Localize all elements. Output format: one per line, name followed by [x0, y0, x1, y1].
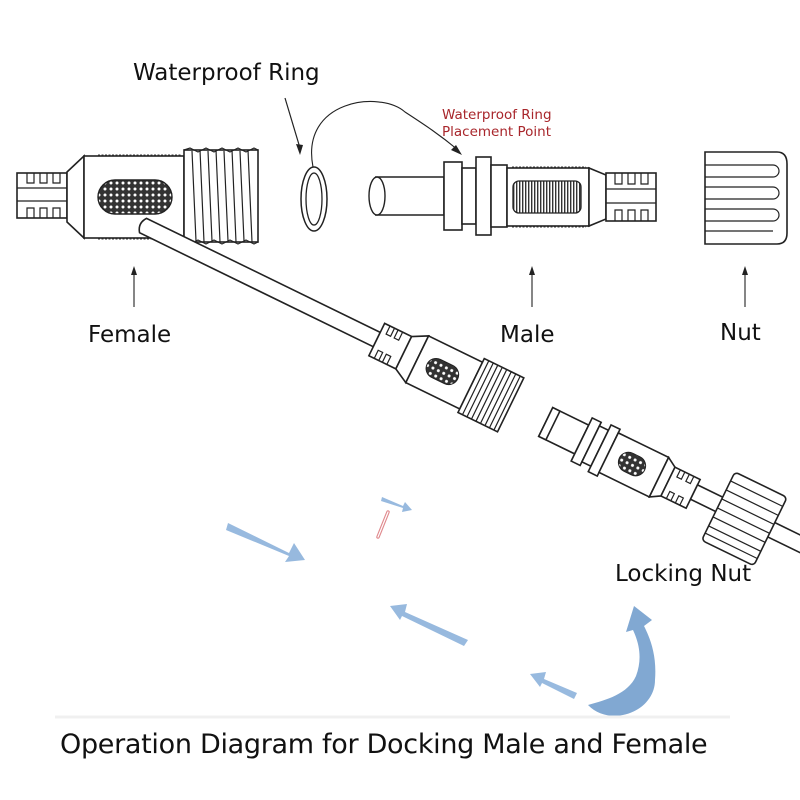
female-pointer-arrow	[131, 266, 137, 307]
male-collar-1	[443, 161, 463, 231]
nut-part	[704, 151, 788, 245]
nut-pointer-arrow	[742, 266, 748, 307]
nut-slide-arrow	[530, 672, 577, 699]
push-female-arrow	[226, 523, 305, 562]
female-thread	[183, 147, 259, 245]
female-connector	[16, 147, 259, 245]
locking-nut-bottom	[702, 472, 787, 566]
male-collar-2	[475, 156, 492, 236]
assembly-illustration	[138, 217, 800, 574]
ring-to-placement-leader	[311, 101, 459, 168]
female-label: Female	[88, 322, 172, 348]
diagram-caption: Operation Diagram for Docking Male and F…	[60, 729, 708, 760]
direction-arrows	[226, 497, 577, 699]
small-ring-arrow	[381, 497, 412, 512]
male-connector	[368, 156, 657, 236]
placement-arrowhead	[451, 145, 462, 155]
male-grip-ridges	[512, 180, 582, 214]
female-strain-relief	[16, 172, 68, 219]
waterproof-ring	[300, 166, 328, 232]
waterproof-ring-label: Waterproof Ring	[133, 60, 320, 86]
placement-point-line2: Placement Point	[442, 124, 552, 140]
female-taper	[66, 154, 85, 240]
female-cable	[138, 217, 382, 348]
locking-nut-label: Locking Nut	[615, 561, 752, 587]
waterproof-ring-pointer	[284, 97, 303, 155]
female-grip-mesh	[97, 179, 173, 215]
male-pointer-arrow	[529, 266, 535, 307]
nut-label: Nut	[720, 320, 761, 346]
placement-point-line1: Waterproof Ring	[442, 107, 552, 123]
male-label: Male	[500, 322, 555, 348]
rotate-nut-arrow	[588, 606, 656, 716]
push-male-arrow	[390, 604, 468, 646]
placement-point-label: Waterproof Ring Placement Point	[442, 107, 552, 141]
male-strain-relief	[605, 172, 657, 222]
